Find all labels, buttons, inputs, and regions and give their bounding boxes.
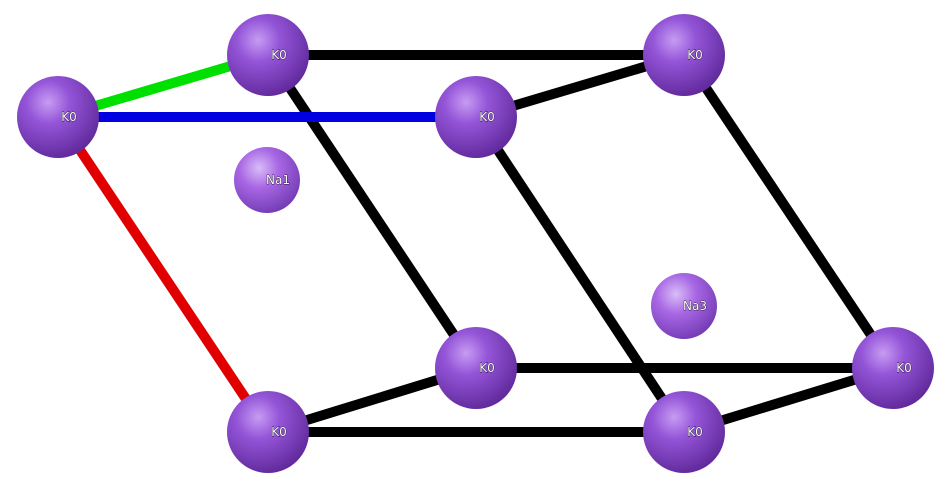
atom-sphere[interactable] — [651, 273, 717, 339]
atom-label: K0 — [896, 361, 912, 375]
atom-sphere[interactable] — [17, 76, 99, 158]
atom-label: K0 — [61, 110, 77, 124]
atom-label: K0 — [479, 361, 495, 375]
atom-sphere[interactable] — [643, 391, 725, 473]
atom-sphere[interactable] — [227, 14, 309, 96]
atom-label: K0 — [687, 425, 703, 439]
atom-sphere[interactable] — [234, 147, 300, 213]
atom-label: K0 — [271, 48, 287, 62]
atom-label: K0 — [479, 110, 495, 124]
potassium-atom[interactable]: K0 — [227, 391, 309, 473]
axis-a-line — [53, 112, 273, 437]
potassium-atom[interactable]: K0 — [435, 327, 517, 409]
unit-cell-edge — [679, 50, 898, 373]
potassium-atom[interactable]: K0 — [643, 14, 725, 96]
atom-label: Na1 — [266, 173, 290, 187]
atom-label: K0 — [271, 425, 287, 439]
potassium-atom[interactable]: K0 — [227, 14, 309, 96]
atom-label: Na3 — [683, 299, 707, 313]
potassium-atom[interactable]: K0 — [435, 76, 517, 158]
unit-cell-edge — [263, 50, 481, 373]
potassium-atom[interactable]: K0 — [852, 327, 934, 409]
potassium-atom[interactable]: K0 — [17, 76, 99, 158]
unit-cell-edge — [471, 112, 689, 437]
atom-label: K0 — [687, 48, 703, 62]
atom-sphere[interactable] — [643, 14, 725, 96]
atom-sphere[interactable] — [227, 391, 309, 473]
atom-sphere[interactable] — [435, 327, 517, 409]
atom-sphere[interactable] — [435, 76, 517, 158]
sodium-atom[interactable]: Na1 — [234, 147, 300, 213]
sodium-atom[interactable]: Na3 — [651, 273, 717, 339]
atom-sphere[interactable] — [852, 327, 934, 409]
potassium-atom[interactable]: K0 — [643, 391, 725, 473]
